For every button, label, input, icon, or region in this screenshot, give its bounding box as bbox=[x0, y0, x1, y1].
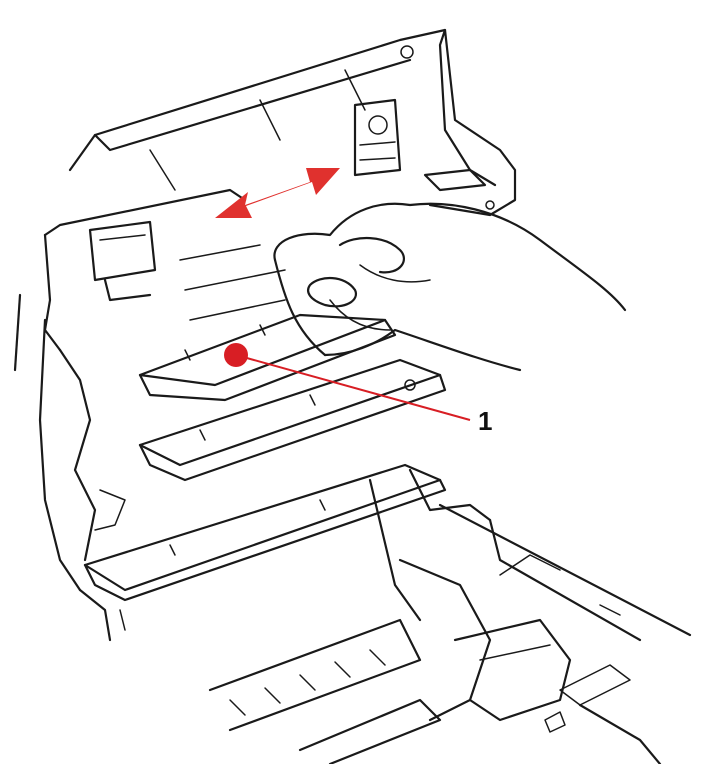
led-bar-3 bbox=[83, 463, 447, 602]
printer-lower-body bbox=[208, 468, 692, 764]
hand-with-cloth bbox=[273, 202, 627, 372]
printer-left-frame bbox=[13, 293, 126, 642]
led-bar-2 bbox=[138, 358, 447, 482]
callout-1: 1 bbox=[224, 343, 492, 436]
wipe-direction-arrow bbox=[215, 168, 340, 218]
led-bar-1 bbox=[138, 313, 397, 402]
callout-number-label: 1 bbox=[478, 406, 492, 436]
led-head-panel bbox=[43, 188, 286, 352]
callout-marker-dot bbox=[224, 343, 248, 367]
printer-lid bbox=[68, 28, 517, 217]
